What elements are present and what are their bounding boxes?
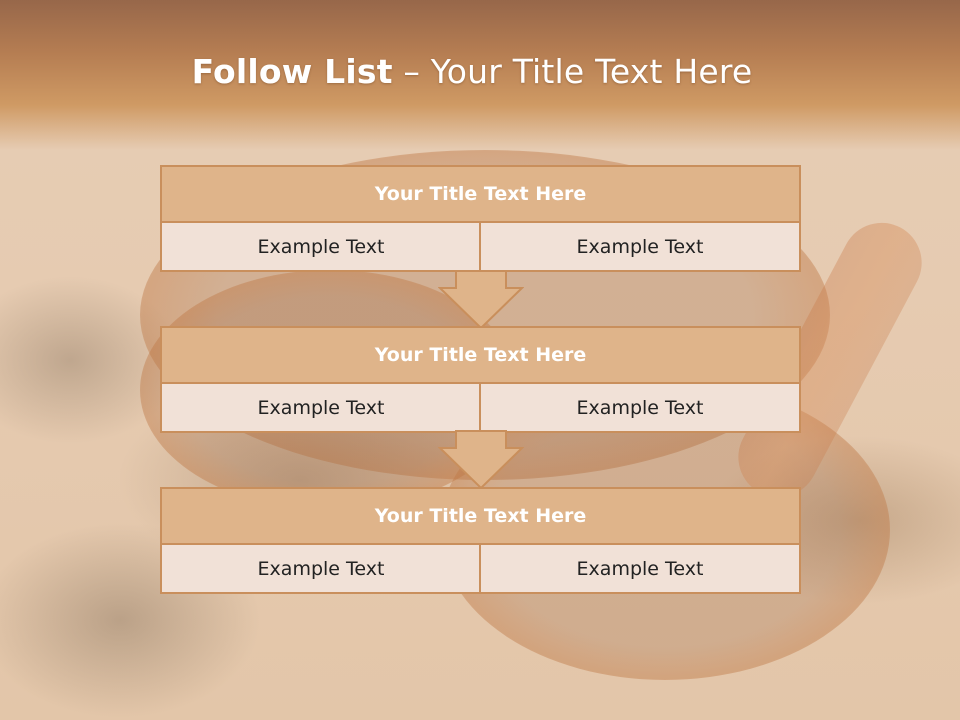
list-item-left-text: Example Text [160, 543, 482, 594]
page-title-bold: Follow List [191, 52, 393, 91]
list-item-left-text: Example Text [160, 382, 482, 433]
list-item: Your Title Text Here Example Text Exampl… [160, 165, 801, 272]
list-item-right-text: Example Text [479, 543, 801, 594]
list-item-left-text: Example Text [160, 221, 482, 272]
list-item: Your Title Text Here Example Text Exampl… [160, 487, 801, 594]
down-arrow-icon [438, 430, 524, 490]
list-item-heading: Your Title Text Here [160, 326, 801, 384]
page-title-rest: – Your Title Text Here [392, 52, 753, 91]
list-item: Your Title Text Here Example Text Exampl… [160, 326, 801, 433]
list-item-heading: Your Title Text Here [160, 487, 801, 545]
page-title: Follow List – Your Title Text Here [0, 52, 944, 91]
list-item-right-text: Example Text [479, 221, 801, 272]
list-item-heading: Your Title Text Here [160, 165, 801, 223]
header-band [0, 0, 960, 150]
down-arrow-icon [438, 270, 524, 330]
list-item-right-text: Example Text [479, 382, 801, 433]
